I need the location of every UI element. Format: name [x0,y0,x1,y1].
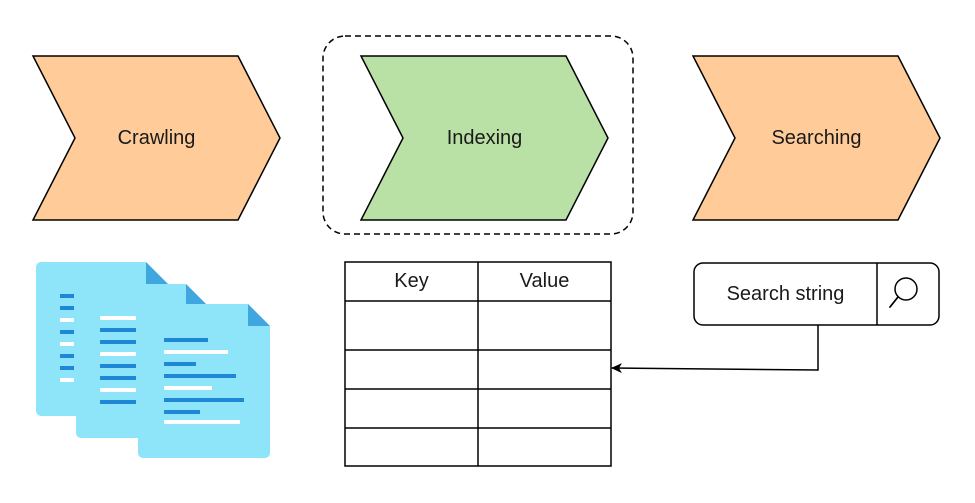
table-cell [478,389,611,428]
table-cell [478,428,611,466]
step-chevron-searching[interactable] [691,55,941,221]
table-cell [345,301,478,350]
table-cell [478,350,611,389]
step-chevron-crawling[interactable] [31,55,281,221]
selection-outline [322,35,634,235]
step-label-crawling: Crawling [117,126,196,149]
table-cell [478,301,611,350]
document-stack-icon [36,262,270,458]
search-to-table-connector [611,325,819,374]
table-cell [345,350,478,389]
search-input[interactable]: Search string [726,282,845,305]
key-value-table [344,261,612,467]
step-chevron-indexing[interactable] [359,55,609,221]
magnifier-icon[interactable] [889,277,918,308]
table-cell [345,428,478,466]
step-label-indexing: Indexing [446,126,523,149]
table-header-key: Key [394,270,429,292]
table-header-value: Value [519,270,570,292]
table-cell [345,389,478,428]
search-box[interactable] [693,262,940,326]
document-page-3 [138,304,270,458]
step-label-searching: Searching [771,126,862,149]
